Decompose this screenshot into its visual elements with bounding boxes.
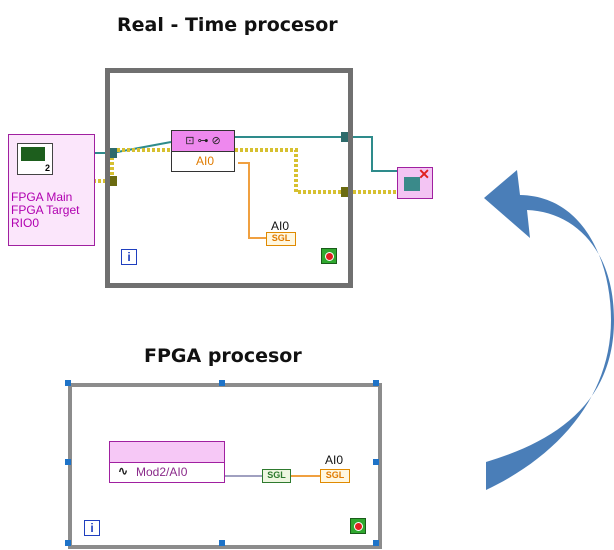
fpga-io-node[interactable]: Mod2/AI0 [109,441,225,483]
resize-handle-mr[interactable] [373,459,379,465]
waveform-icon: ∿ [118,464,129,478]
read-write-item: AI0 [196,154,215,168]
resize-handle-ml[interactable] [65,459,71,465]
close-fpga-reference[interactable]: ✕ [397,166,433,199]
tunnel-refnum-out [341,132,351,142]
fpga-while-loop [68,383,382,549]
read-write-control[interactable]: ⊡ ⊶ ⊘ AI0 [171,130,235,172]
rt-sgl-indicator[interactable]: SGL [266,232,296,246]
fpga-ref-line-3: RIO0 [11,216,40,230]
resize-handle-tl[interactable] [65,380,71,386]
io-node-header [110,442,224,463]
fpga-sgl-indicator[interactable]: SGL [320,469,350,483]
resize-handle-tr[interactable] [373,380,379,386]
rt-iteration-terminal: i [121,249,137,265]
open-fpga-reference[interactable]: 2 FPGA Main FPGA Target RIO0 [8,134,95,246]
tunnel-error-out [341,187,351,197]
fpga-chip-icon: 2 [17,143,53,175]
fpga-iteration-terminal: i [84,520,100,536]
fpga-stop-terminal[interactable] [350,518,366,534]
close-x-icon: ✕ [418,166,430,182]
fpga-indicator-label: AI0 [325,453,344,467]
fpga-ref-line-1: FPGA Main [11,190,73,204]
rt-indicator-label: AI0 [271,219,290,233]
resize-handle-tm[interactable] [219,380,225,386]
fpga-title: FPGA procesor [144,345,302,367]
curved-arrow-body [484,170,614,490]
tunnel-refnum-in [107,148,117,158]
io-node-item: Mod2/AI0 [136,465,188,479]
tunnel-error-in [107,176,117,186]
read-write-icon: ⊡ ⊶ ⊘ [172,131,234,152]
resize-handle-br[interactable] [373,540,379,546]
real-time-title: Real - Time procesor [117,14,338,36]
error-wire-out [235,148,397,194]
resize-handle-bl[interactable] [65,540,71,546]
to-sgl-conversion[interactable]: SGL [262,469,291,483]
numeric-wire [238,162,266,239]
refnum-wire-out [235,136,397,172]
resize-handle-bm[interactable] [219,540,225,546]
fpga-ref-icon-area: 2 [9,135,94,191]
fpga-ref-line-2: FPGA Target [11,203,80,217]
rt-while-loop [105,68,353,288]
rt-stop-terminal[interactable] [321,248,337,264]
close-ref-icon [404,177,420,191]
